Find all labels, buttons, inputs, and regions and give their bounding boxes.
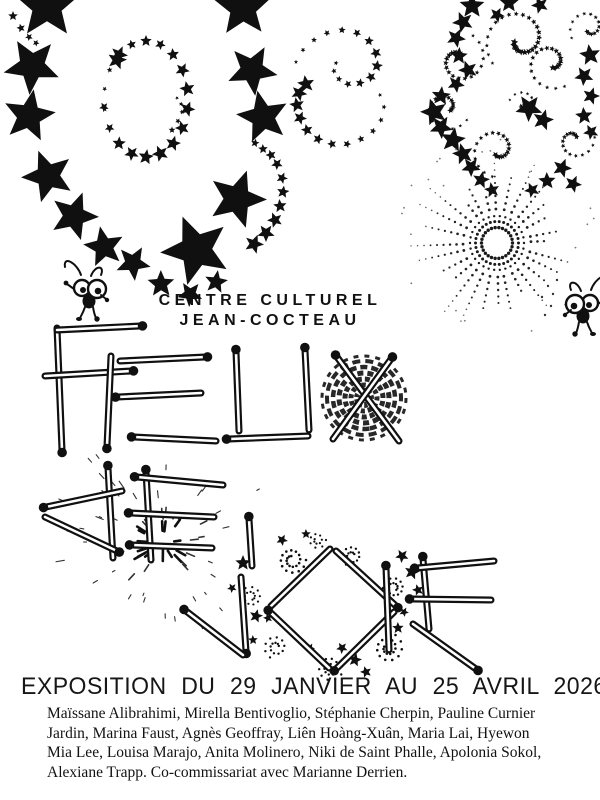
matchstick-word-feu bbox=[41, 321, 403, 458]
credits-line: Alexiane Trapp. Co-commissariat avec Mar… bbox=[47, 763, 408, 781]
match-character-icon bbox=[63, 260, 110, 322]
star-spiral-figure bbox=[3, 0, 290, 307]
credits-line: Maïssane Alibrahimi, Mirella Bentivoglio… bbox=[47, 705, 536, 722]
sunburst-dots bbox=[401, 138, 595, 332]
star-oval-decoration bbox=[99, 35, 196, 165]
artist-credits: Maïssane Alibrahimi, Mirella Bentivoglio… bbox=[47, 704, 587, 782]
fractal-star-swirls bbox=[420, 0, 600, 198]
joie-star-curls bbox=[227, 529, 423, 681]
matchstick-word-joie bbox=[179, 511, 498, 676]
venue-title: CENTRE CULTUREL JEAN-COCTEAU bbox=[120, 291, 420, 331]
matchstick-word-de bbox=[38, 460, 227, 564]
venue-line-2: JEAN-COCTEAU bbox=[179, 312, 361, 329]
exhibition-dates: EXPOSITION DU 29 JANVIER AU 25 AVRIL 202… bbox=[21, 673, 600, 700]
s-spiral-stars bbox=[289, 26, 387, 149]
credits-line: Mia Lee, Louisa Marajo, Anita Molinero, … bbox=[47, 744, 542, 761]
credits-line: Jardin, Marina Faust, Agnès Geoffray, Li… bbox=[47, 724, 530, 742]
venue-line-1: CENTRE CULTUREL bbox=[158, 292, 382, 309]
match-character-icon bbox=[540, 276, 600, 337]
